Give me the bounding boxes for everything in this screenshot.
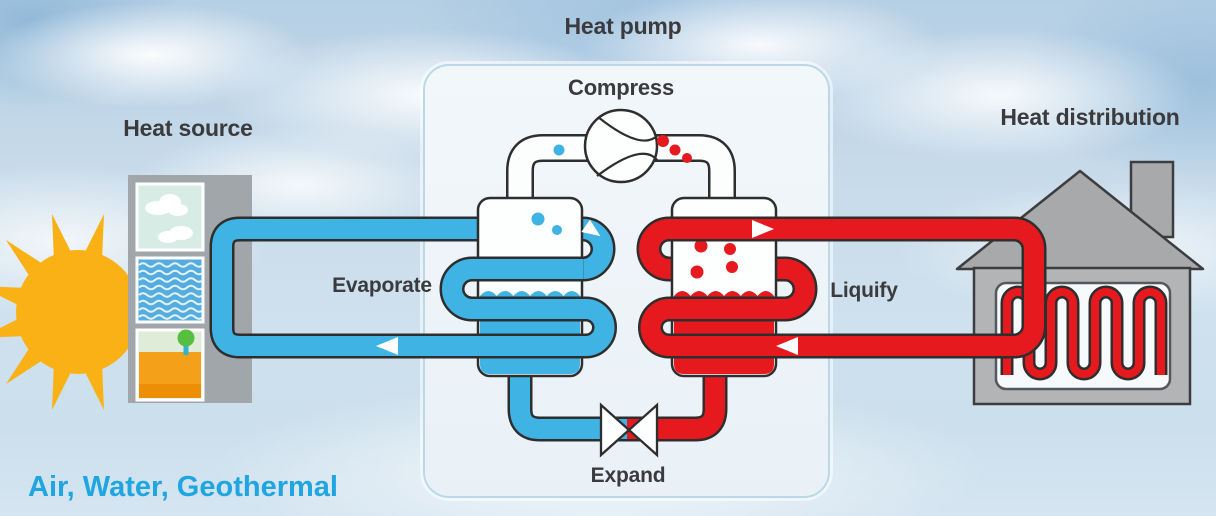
source-loop-pipe	[209, 216, 617, 359]
radiator-coil	[1000, 285, 1168, 381]
tree-icon	[177, 329, 195, 355]
waves-icon	[138, 262, 204, 320]
evaporator-bubbles	[531, 212, 562, 235]
refrigerant-pipe-cold	[507, 372, 631, 442]
water-section	[135, 256, 205, 324]
hot-supply-arrow	[752, 220, 774, 238]
cold-gas-dot	[553, 144, 565, 156]
refrigerant-pipe-hot	[627, 372, 728, 442]
house-icon	[955, 160, 1205, 406]
expansion-valve-icon	[599, 402, 659, 458]
cold-coil-flow-arrow	[581, 219, 601, 237]
hot-gas-dots	[657, 135, 692, 163]
air-section	[135, 182, 205, 252]
compressor-icon	[583, 108, 659, 184]
distribution-loop-pipe	[638, 216, 1047, 359]
geothermal-section	[135, 328, 205, 402]
cloud-icon	[145, 194, 193, 243]
heat-source-panel	[128, 175, 252, 403]
hot-return-arrow	[776, 337, 798, 355]
cold-return-arrow	[376, 337, 398, 355]
sun-icon	[0, 214, 140, 410]
condenser-gas-dots	[690, 239, 738, 279]
